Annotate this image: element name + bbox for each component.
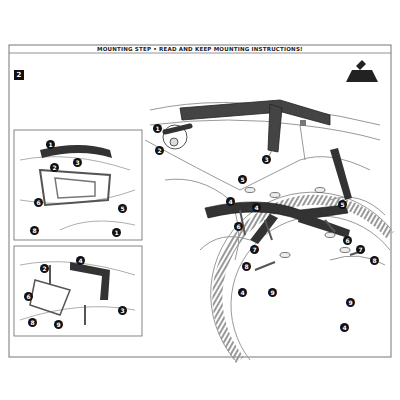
callout-number: 4 [340,323,349,332]
washer [245,188,350,258]
rear-wheel [217,200,390,360]
callout-number: 4 [252,203,261,212]
leader-line [163,129,345,210]
callout-number: 9 [268,288,277,297]
callout-number: 5 [238,175,247,184]
callout-number: 2 [40,264,49,273]
callout-number: 6 [234,222,243,231]
callout-number: 7 [250,245,259,254]
callout-number: 9 [346,298,355,307]
header-title: MOUNTING STEP • READ AND KEEP MOUNTING I… [94,46,306,52]
bolt [240,210,365,270]
callout-number: 4 [76,256,85,265]
detail-inset [14,130,142,240]
callout-number: 8 [30,226,39,235]
callout-number: 6 [343,236,352,245]
callout-number: 8 [28,318,37,327]
detail-inset [14,246,142,336]
callout-number: 2 [155,146,164,155]
tool-icon [346,70,378,82]
callout-number: 5 [118,204,127,213]
top-rack [180,100,330,152]
callout-number: 6 [34,198,43,207]
callout-number: 6 [24,292,33,301]
callout-number: 1 [153,124,162,133]
motorcycle-outline [145,103,385,266]
callout-number: 4 [226,197,235,206]
callout-number: 3 [73,158,82,167]
callout-number: 2 [50,163,59,172]
callout-number: 7 [356,245,365,254]
callout-number: 4 [238,288,247,297]
callout-number: 8 [370,256,379,265]
callout-number: 3 [118,306,127,315]
callout-number: 1 [46,140,55,149]
callout-number: 3 [262,155,271,164]
side-rack [205,148,352,244]
callout-number: 1 [112,228,121,237]
step-number: 2 [14,70,24,80]
callout-number: 8 [242,262,251,271]
callout-number: 5 [338,200,347,209]
callout-number: 9 [54,320,63,329]
